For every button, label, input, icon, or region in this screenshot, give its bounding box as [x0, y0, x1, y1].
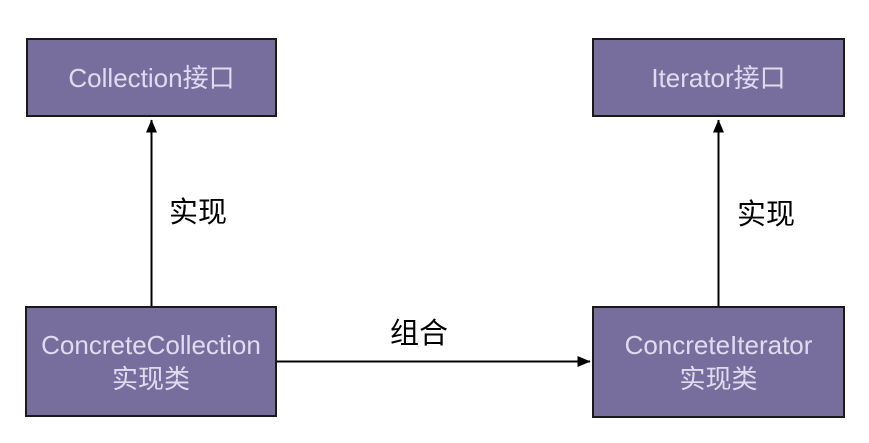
node-label-line2: 实现类 — [111, 363, 190, 394]
node-iterator-interface: Iterator接口 — [592, 38, 845, 117]
node-label-line1: ConcreteIterator — [624, 330, 813, 360]
node-collection-interface: Collection接口 — [26, 38, 277, 117]
node-label: Iterator接口 — [651, 62, 786, 93]
node-label-line2: 实现类 — [679, 364, 758, 394]
node-label: Collection接口 — [68, 62, 235, 93]
edge-label-composition: 组合 — [389, 318, 449, 350]
edge-label-implements-right: 实现 — [736, 199, 796, 231]
node-concrete-iterator: ConcreteIterator 实现类 — [592, 306, 845, 418]
node-concrete-collection: ConcreteCollection 实现类 — [25, 306, 277, 417]
node-label-line1: ConcreteCollection — [41, 329, 261, 360]
edge-label-implements-left: 实现 — [168, 197, 228, 229]
